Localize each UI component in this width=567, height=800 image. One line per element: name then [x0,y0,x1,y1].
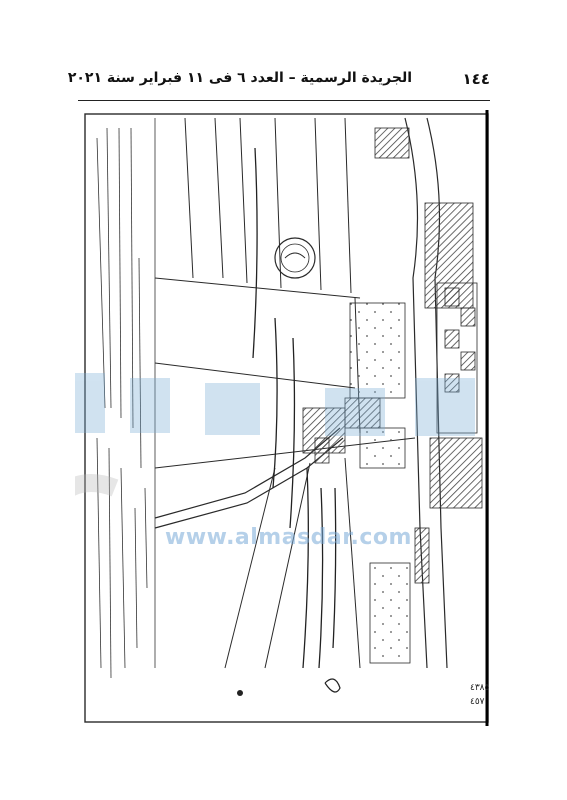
building-block [374,127,483,584]
page-header: ١٤٤ الجريدة الرسمية – العدد ٦ فى ١١ فبرا… [68,70,490,98]
handwritten-legend [96,118,156,679]
scale-marks [237,678,341,696]
side-number-top: ٤٣٨٥ [470,683,490,693]
dotted-fields [349,302,411,664]
page-number: ١٤٤ [462,70,490,88]
watermark-url: www.almasdar.com [165,525,412,550]
highlighted-parcel [302,397,381,464]
watermark-logo [75,373,475,497]
gazette-title: الجريدة الرسمية – العدد ٦ فى ١١ فبراير س… [67,70,412,86]
cadastral-map: ٤٣٨٥ ٤٥٧ [75,108,493,728]
handwritten-annotations [252,147,337,669]
official-seal [274,237,316,279]
side-number-bottom: ٤٥٧ [470,697,485,707]
header-divider [78,100,490,101]
cadastral-map-drawing: ٤٣٨٥ ٤٥٧ [75,110,490,726]
